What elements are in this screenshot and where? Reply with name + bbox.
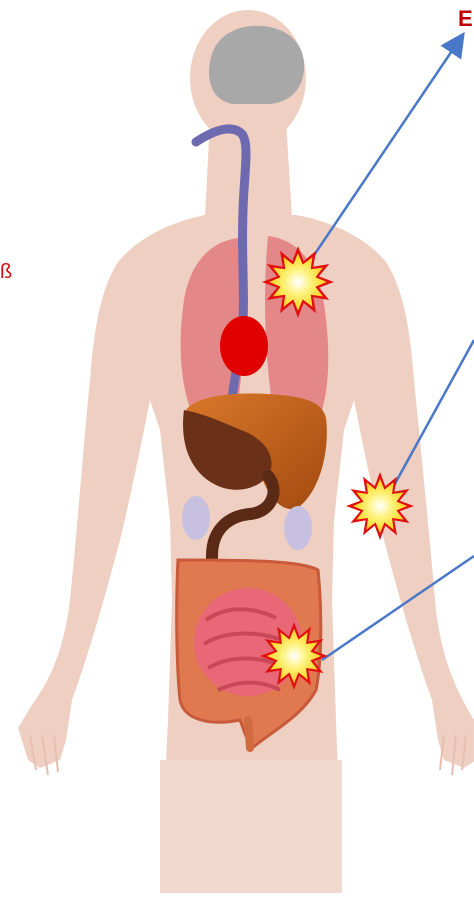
heart <box>220 316 268 376</box>
arrow-to-lung <box>304 36 462 270</box>
left-edge-glyph: ß <box>0 262 12 282</box>
brain <box>209 26 304 104</box>
left-kidney <box>182 496 210 540</box>
top-right-letter: E <box>458 8 473 30</box>
right-kidney <box>284 506 312 550</box>
